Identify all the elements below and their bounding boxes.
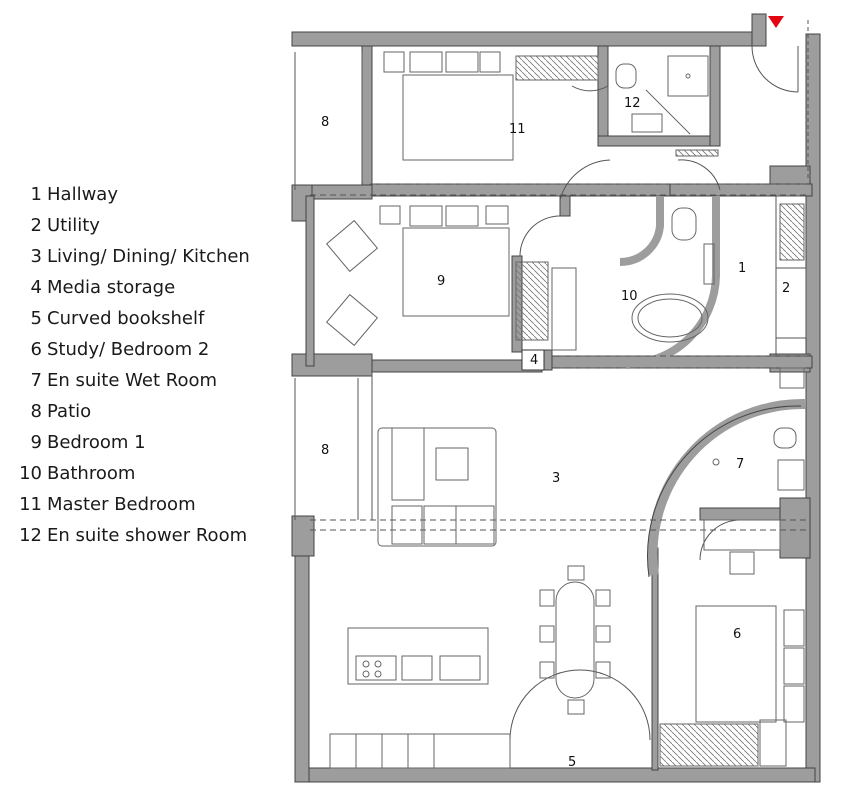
room-label-bookshelf: 5 <box>568 755 576 770</box>
legend-label: En suite Wet Room <box>47 370 217 391</box>
legend-label: Bedroom 1 <box>47 432 146 453</box>
legend-label: Study/ Bedroom 2 <box>47 339 210 360</box>
legend-number: 3 <box>30 246 42 267</box>
legend-number: 5 <box>30 308 42 329</box>
legend-number: 7 <box>30 370 42 391</box>
legend-number: 1 <box>30 184 42 205</box>
room-label-media-storage: 4 <box>530 353 538 368</box>
room-label-study: 6 <box>733 627 741 642</box>
legend-number: 12 <box>19 525 42 546</box>
legend-number: 4 <box>30 277 42 298</box>
furniture <box>325 51 805 769</box>
room-label-hallway: 1 <box>738 261 746 276</box>
curved-walls <box>509 196 807 741</box>
room-label-bedroom-1: 9 <box>437 274 445 289</box>
legend-label: Master Bedroom <box>47 494 196 515</box>
legend-label: En suite shower Room <box>47 525 248 546</box>
legend-label: Media storage <box>47 277 176 298</box>
legend-label: Living/ Dining/ Kitchen <box>47 246 250 267</box>
legend-label: Utility <box>47 215 100 236</box>
room-label-living: 3 <box>552 471 560 486</box>
legend-number: 11 <box>19 494 42 515</box>
walls <box>291 13 821 783</box>
entrance-marker <box>768 16 784 28</box>
legend-label: Patio <box>47 401 92 422</box>
media-storage-box <box>521 349 545 371</box>
room-label-master-bedroom: 11 <box>509 122 526 137</box>
legend-number: 2 <box>30 215 42 236</box>
room-label-patio-lower: 8 <box>321 443 329 458</box>
legend-number: 8 <box>30 401 42 422</box>
room-label-utility: 2 <box>782 281 790 296</box>
legend-label: Curved bookshelf <box>47 308 205 329</box>
room-label-patio-upper: 8 <box>321 115 329 130</box>
legend-number: 9 <box>30 432 42 453</box>
room-labels: 1 2 3 4 5 6 7 8 8 9 10 11 12 <box>321 96 790 770</box>
room-label-bathroom: 10 <box>621 289 638 304</box>
room-label-wet-room: 7 <box>736 457 744 472</box>
legend-number: 6 <box>30 339 42 360</box>
legend-number: 10 <box>19 463 42 484</box>
room-label-ensuite-shower: 12 <box>624 96 641 111</box>
legend-label: Bathroom <box>47 463 136 484</box>
legend-label: Hallway <box>47 184 118 205</box>
